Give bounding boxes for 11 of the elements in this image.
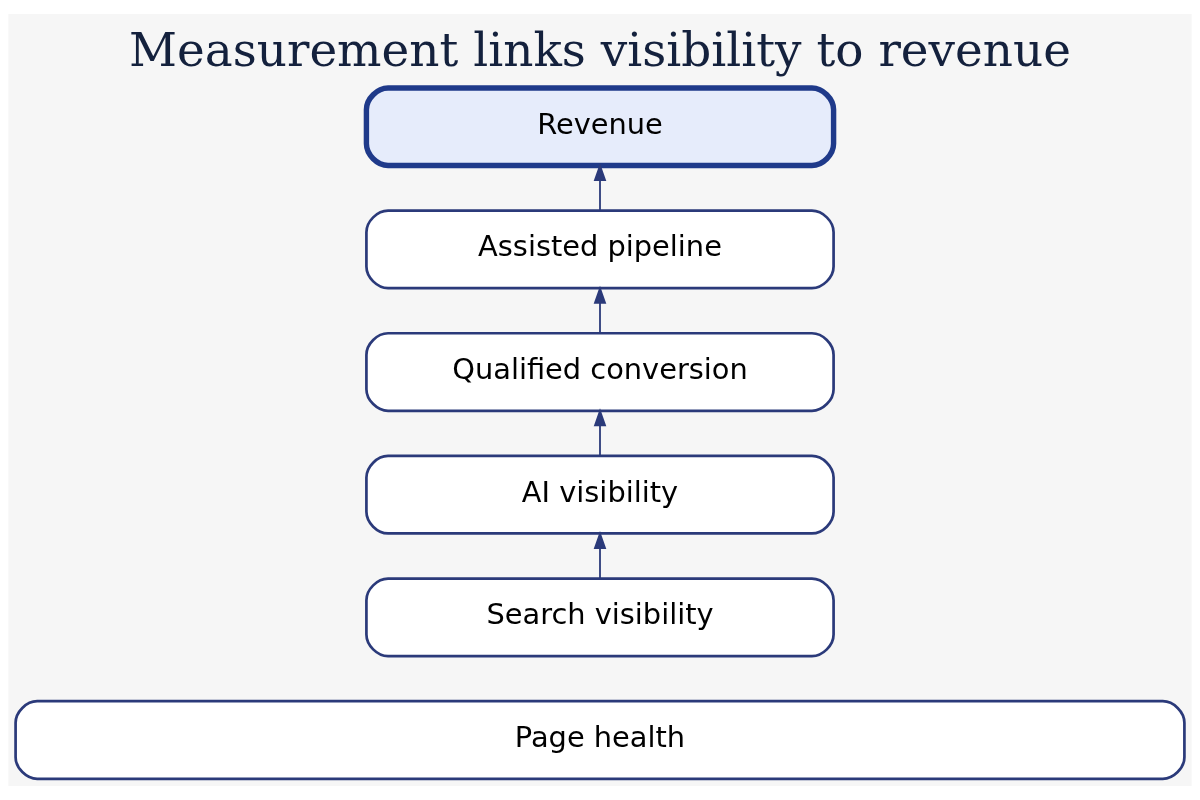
arrow	[593, 163, 607, 212]
node-box: AI visibility	[365, 454, 835, 535]
arrow	[593, 285, 607, 335]
node-box: Page health	[14, 699, 1186, 781]
node-box: Search visibility	[365, 577, 835, 658]
node-box: Revenue	[363, 85, 837, 169]
diagram-title: Measurement links visibility to revenue	[129, 21, 1071, 77]
node-box: Assisted pipeline	[365, 209, 835, 290]
arrow	[593, 530, 607, 580]
node-box: Qualified conversion	[365, 331, 835, 413]
arrow	[593, 408, 607, 457]
